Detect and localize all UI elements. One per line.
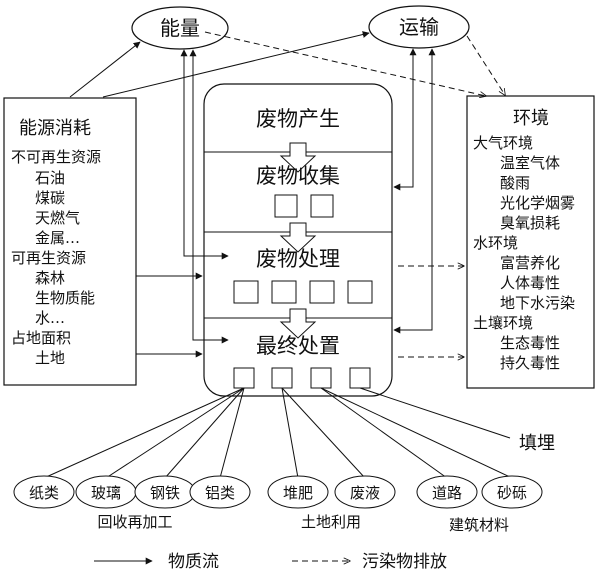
treatment-unit [347,280,373,304]
environment-line: 大气环境 [473,134,533,152]
disposal-output-lines [43,387,513,479]
legend-material-flow: 物质流 [168,552,219,572]
environment-line: 温室气体 [500,154,560,172]
environment-line: 光化学烟雾 [500,194,575,212]
resource-consumption-text: 能源消耗 不可再生资源 石油 煤碳 天燃气 金属… 可再生资源 森林 生物质能 … [11,118,101,367]
environment-box [466,95,595,389]
resource-line: 可再生资源 [11,249,86,267]
output-leachate [334,475,396,509]
output-label: 钢铁 [150,484,180,502]
stage-waste-generation: 废物产生 [256,107,340,131]
environment-line: 臭氧损耗 [500,214,560,232]
disposal-unit [349,367,371,389]
collection-unit [310,194,334,218]
environment-title: 环境 [513,108,549,129]
output-gravel [481,475,543,509]
collection-unit [274,194,298,218]
environment-line: 生态毒性 [500,334,560,352]
disposal-unit [310,367,332,389]
treatment-unit [309,280,335,304]
energy-label: 能量 [160,16,200,40]
output-aluminum [189,475,251,509]
output-label: 堆肥 [283,484,313,502]
pollutant-emission-arrows [204,31,505,561]
resource-line: 土地 [35,349,65,367]
resource-title: 能源消耗 [19,118,91,139]
environment-line: 富营养化 [500,254,560,272]
output-label: 废液 [350,484,380,502]
output-label: 砂砾 [497,484,527,502]
stage-waste-collection: 废物收集 [256,164,340,188]
group-land-use: 土地利用 [301,513,361,531]
resource-line: 水… [35,309,65,327]
environment-line: 人体毒性 [500,274,560,292]
stage-flow-arrow [279,308,317,339]
stage-flow-arrow [279,142,317,173]
environment-line: 酸雨 [500,174,530,192]
disposal-unit [271,367,293,389]
resource-line: 生物质能 [35,289,95,307]
group-recycling: 回收再加工 [97,513,172,531]
output-nodes: 纸类 玻璃 钢铁 铝类 堆肥 废液 道路 砂砾 [13,475,543,509]
resource-line: 占地面积 [11,329,71,347]
resource-line: 石油 [35,169,65,187]
output-label: 玻璃 [91,484,121,502]
stage-final-disposal: 最终处置 [256,334,340,358]
transport-label: 运输 [399,15,439,39]
treatment-unit [233,280,259,304]
material-flow-arrows [69,31,436,565]
resource-line: 天燃气 [35,209,80,227]
energy-node [131,6,229,50]
output-compost [267,475,329,509]
output-road [416,475,478,509]
resource-line: 森林 [35,269,65,287]
group-building-materials: 建筑材料 [449,516,509,534]
resource-consumption-box [3,97,137,386]
resource-line: 金属… [35,229,80,247]
environment-line: 持久毒性 [500,354,560,372]
stage-waste-treatment: 废物处理 [256,247,340,271]
output-paper [13,475,75,509]
output-label: 道路 [432,484,462,502]
environment-line: 地下水污染 [500,294,575,312]
landfill-label: 填埋 [519,433,555,454]
legend-pollutant-emission: 污染物排放 [362,552,447,572]
disposal-unit [233,367,255,389]
resource-line: 不可再生资源 [11,148,101,166]
output-label: 铝类 [205,484,235,502]
resource-line: 煤碳 [35,189,65,207]
environment-text: 环境 大气环境 温室气体 酸雨 光化学烟雾 臭氧损耗 水环境 富营养化 人体毒性… [473,108,575,372]
stage-flow-arrow [279,222,317,253]
environment-line: 土壤环境 [473,314,533,332]
treatment-unit [271,280,297,304]
transport-node [368,5,470,49]
environment-line: 水环境 [473,234,518,252]
output-label: 纸类 [29,484,59,502]
